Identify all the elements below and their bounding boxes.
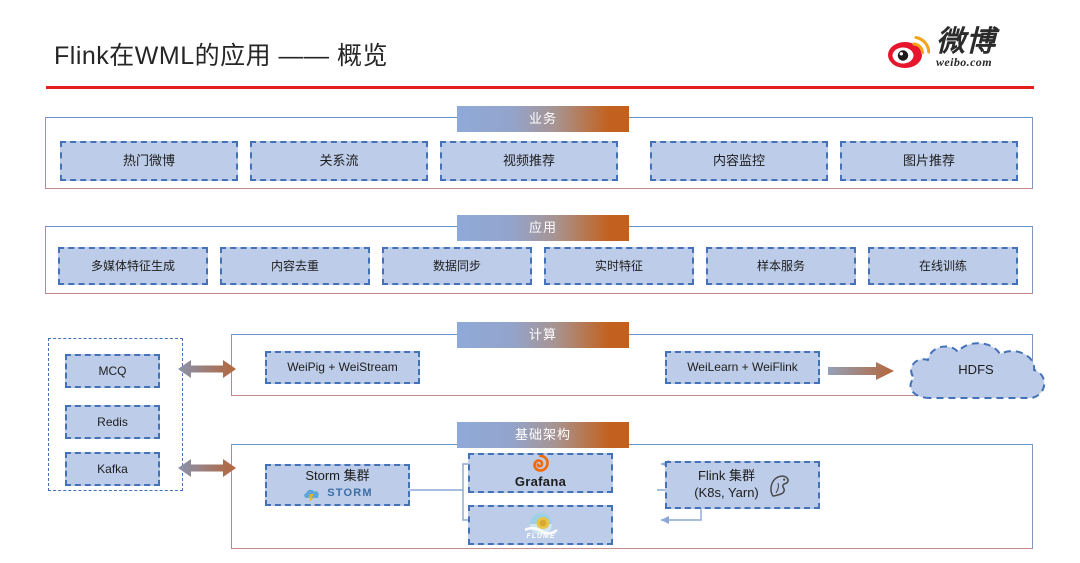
weibo-logo-cn: 微博 <box>936 26 997 58</box>
node-content-dedup[interactable]: 内容去重 <box>220 247 370 285</box>
weibo-wordmark: 微博 weibo.com <box>936 27 1036 75</box>
node-label: 数据同步 <box>432 258 481 273</box>
node-label: Redis <box>97 414 128 429</box>
node-storm-cluster[interactable]: Storm 集群 STORM <box>265 464 410 506</box>
band-chip-compute: 计算 <box>457 322 629 348</box>
node-label: Storm 集群 <box>305 468 370 484</box>
storage-group <box>48 338 183 491</box>
band-chip-business: 业务 <box>457 106 629 132</box>
flink-cluster-content: Flink 集群 (K8s, Yarn) <box>694 468 791 502</box>
node-label: 关系流 <box>319 152 359 168</box>
storm-logo: STORM <box>302 486 373 502</box>
node-label-line1: Flink 集群 <box>697 468 756 484</box>
node-flume[interactable]: FLUME <box>468 505 613 545</box>
title-underline-rule <box>46 86 1034 89</box>
node-label: 热门微博 <box>122 152 175 168</box>
arrow-storage-compute <box>178 360 236 378</box>
node-multimedia-feature-gen[interactable]: 多媒体特征生成 <box>58 247 208 285</box>
node-video-recommend[interactable]: 视频推荐 <box>440 141 618 181</box>
node-redis[interactable]: Redis <box>65 405 160 439</box>
flink-cluster-labels: Flink 集群 (K8s, Yarn) <box>694 468 759 502</box>
weibo-eye-icon <box>888 36 930 68</box>
node-online-training[interactable]: 在线训练 <box>868 247 1018 285</box>
node-hot-weibo[interactable]: 热门微博 <box>60 141 238 181</box>
node-label: Kafka <box>97 461 128 476</box>
node-grafana[interactable]: Grafana <box>468 453 613 493</box>
node-image-recommend[interactable]: 图片推荐 <box>840 141 1018 181</box>
node-label: 多媒体特征生成 <box>90 258 175 273</box>
node-label-line2: (K8s, Yarn) <box>694 485 759 500</box>
hdfs-cloud-icon <box>909 342 1046 399</box>
flume-icon: FLUME <box>523 513 558 540</box>
node-flink-cluster[interactable]: Flink 集群 (K8s, Yarn) <box>665 461 820 509</box>
node-label: 视频推荐 <box>502 152 555 168</box>
node-label: 内容监控 <box>712 152 765 168</box>
node-realtime-feature[interactable]: 实时特征 <box>544 247 694 285</box>
grafana-label: Grafana <box>514 474 567 490</box>
node-label: 内容去重 <box>270 258 319 273</box>
arrow-compute-hdfs <box>828 362 894 380</box>
band-chip-application: 应用 <box>457 215 629 241</box>
node-mcq[interactable]: MCQ <box>65 354 160 388</box>
node-label: 图片推荐 <box>902 152 955 168</box>
node-sample-service[interactable]: 样本服务 <box>706 247 856 285</box>
node-label: 样本服务 <box>756 258 805 273</box>
node-weilearn-weiflink[interactable]: WeiLearn + WeiFlink <box>665 351 820 384</box>
node-kafka[interactable]: Kafka <box>65 452 160 486</box>
svg-text:FLUME: FLUME <box>526 533 555 540</box>
storm-icon <box>304 489 319 502</box>
arrow-storage-infra <box>178 459 236 477</box>
band-chip-infrastructure: 基础架构 <box>457 422 629 448</box>
flink-squirrel-icon <box>770 475 789 497</box>
node-data-sync[interactable]: 数据同步 <box>382 247 532 285</box>
hdfs-label: HDFS <box>958 362 994 377</box>
storm-wordmark: STORM <box>327 486 373 499</box>
node-label: 实时特征 <box>594 258 643 273</box>
node-label: 在线训练 <box>918 258 967 273</box>
node-weipig-weistream[interactable]: WeiPig + WeiStream <box>265 351 420 384</box>
node-relation-stream[interactable]: 关系流 <box>250 141 428 181</box>
node-label: WeiLearn + WeiFlink <box>687 360 798 374</box>
node-label: WeiPig + WeiStream <box>287 360 398 374</box>
node-content-monitor[interactable]: 内容监控 <box>650 141 828 181</box>
node-label: MCQ <box>98 363 127 378</box>
weibo-logo: 微博 weibo.com <box>888 27 1036 77</box>
weibo-logo-en: weibo.com <box>936 55 992 69</box>
page-title: Flink在WML的应用 —— 概览 <box>54 42 389 70</box>
grafana-icon <box>533 455 549 473</box>
